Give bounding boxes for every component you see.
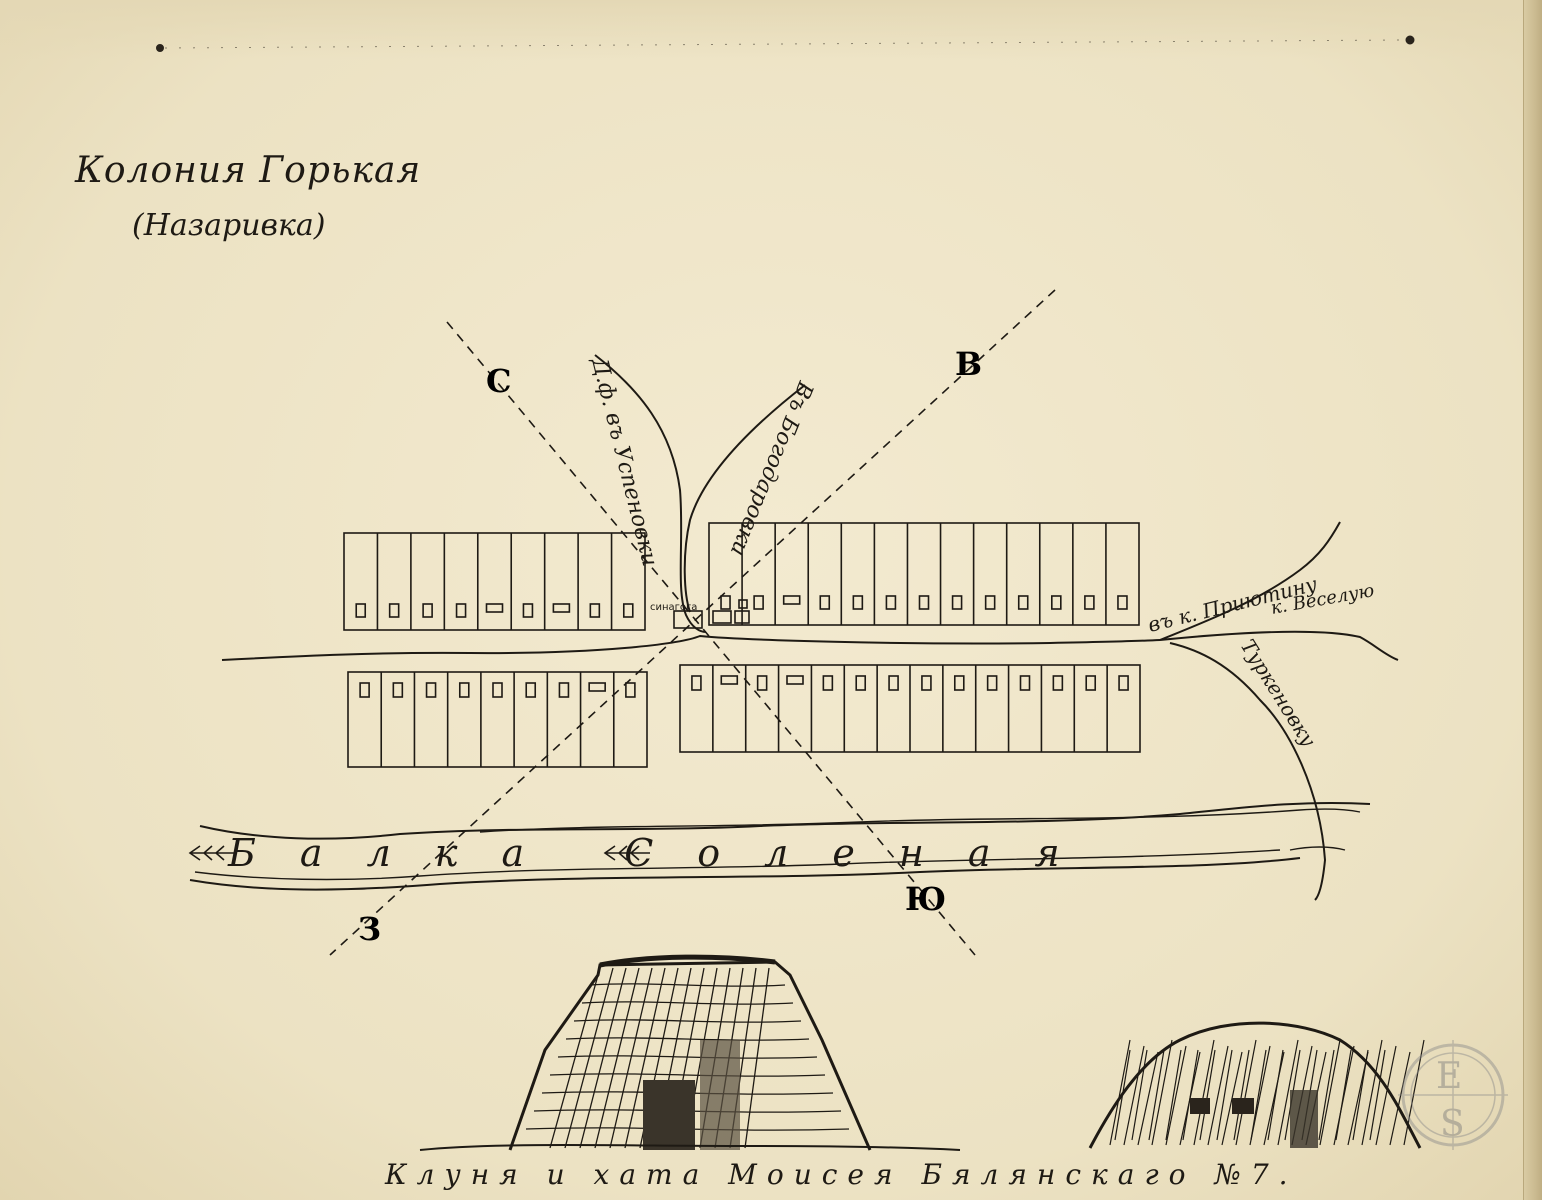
river-bank-top <box>199 801 1371 840</box>
house-marker <box>359 682 370 698</box>
road-veselu <box>1159 630 1399 661</box>
river-bank-bottom <box>189 857 1301 891</box>
river-arrow-left <box>188 845 235 861</box>
road-label-bogodarovka: Въ Богодаровки <box>725 377 818 560</box>
house-marker <box>455 603 467 618</box>
house-marker <box>918 595 930 610</box>
block-top-right <box>708 522 1140 626</box>
house-marker <box>485 603 504 613</box>
river-flow-arrows <box>188 845 650 861</box>
page-top-shadow <box>0 0 1542 60</box>
house-marker <box>355 603 367 618</box>
house-marker <box>720 595 731 610</box>
house-marker <box>888 675 899 691</box>
watermark-seal-icon: E S <box>1398 1040 1508 1150</box>
house-marker <box>984 595 996 610</box>
house-marker <box>1118 675 1129 691</box>
house-marker <box>852 595 864 610</box>
river-line-upper <box>479 808 1361 833</box>
road-priyutinu <box>1159 521 1341 641</box>
house-marker <box>522 603 534 618</box>
house-marker <box>691 675 702 691</box>
compass-south: Ю <box>905 880 946 918</box>
river-line-tail <box>1289 846 1346 851</box>
hut-drawing-small <box>1088 1021 1425 1149</box>
house-blocks <box>343 522 1141 768</box>
house-marker <box>951 595 963 610</box>
river-arrow-mid <box>603 845 650 861</box>
house-marker <box>625 682 636 698</box>
illustration-caption: Клуня и хата Моисея Бялянскаго №7. <box>385 1158 1298 1191</box>
house-marker <box>953 675 965 691</box>
map-subtitle: (Назаривка) <box>132 208 326 243</box>
house-marker <box>822 675 834 691</box>
roads <box>221 354 1399 901</box>
road-label-uspenovka: Д.ф. въ Успеновки <box>586 354 662 568</box>
house-marker <box>720 675 739 685</box>
house-marker <box>558 682 570 698</box>
house-marker <box>921 675 932 691</box>
house-marker <box>388 603 400 618</box>
house-marker <box>1051 595 1062 610</box>
house-marker <box>855 675 867 691</box>
house-marker <box>525 682 537 698</box>
house-marker <box>492 682 503 698</box>
house-marker <box>1017 595 1029 610</box>
block-bottom-left <box>347 671 648 768</box>
house-marker <box>622 603 634 618</box>
house-marker <box>786 675 804 685</box>
house-marker <box>1117 595 1128 610</box>
house-marker <box>589 603 601 618</box>
house-marker <box>1085 675 1097 691</box>
house-marker <box>1084 595 1095 610</box>
house-marker <box>756 675 768 691</box>
house-marker <box>819 595 831 610</box>
compass-east: В <box>955 345 982 383</box>
block-bottom-right <box>679 664 1141 753</box>
river-line-lower <box>194 849 1281 881</box>
house-marker <box>425 682 437 698</box>
compass-west: З <box>358 910 381 948</box>
house-marker <box>458 682 470 698</box>
compass-north: С <box>486 362 511 400</box>
house-marker <box>885 595 897 610</box>
house-marker <box>422 603 433 618</box>
road-turkenovku <box>1169 642 1327 901</box>
house-marker <box>753 595 764 610</box>
house-marker <box>552 603 571 613</box>
watermark-letter-bottom: S <box>1440 1104 1465 1145</box>
house-marker <box>782 595 801 605</box>
synagogue-building <box>673 599 750 629</box>
house-marker <box>1019 675 1031 691</box>
compass-lines <box>329 289 1056 956</box>
road-bogodarovka <box>683 384 806 613</box>
house-marker <box>392 682 404 698</box>
watermark-letter-top: E <box>1436 1056 1462 1097</box>
block-top-left <box>343 532 646 631</box>
road-label-turkenovku: Туркеновку <box>1236 635 1321 751</box>
binding-stitches <box>156 35 1415 52</box>
house-marker <box>1052 675 1064 691</box>
house-marker <box>588 682 606 692</box>
synagogue-label: синагога <box>650 602 697 613</box>
map-title: Колония Горькая <box>75 150 422 191</box>
east-west-line <box>329 289 1056 956</box>
main-street <box>221 634 1161 661</box>
river-banks <box>189 801 1371 891</box>
hut-drawing-large <box>419 954 961 1151</box>
house-marker <box>986 675 998 691</box>
page-binding-edge <box>1523 0 1542 1200</box>
river-name: Балка Соленая <box>227 831 1104 875</box>
road-uspenovka <box>594 354 707 633</box>
